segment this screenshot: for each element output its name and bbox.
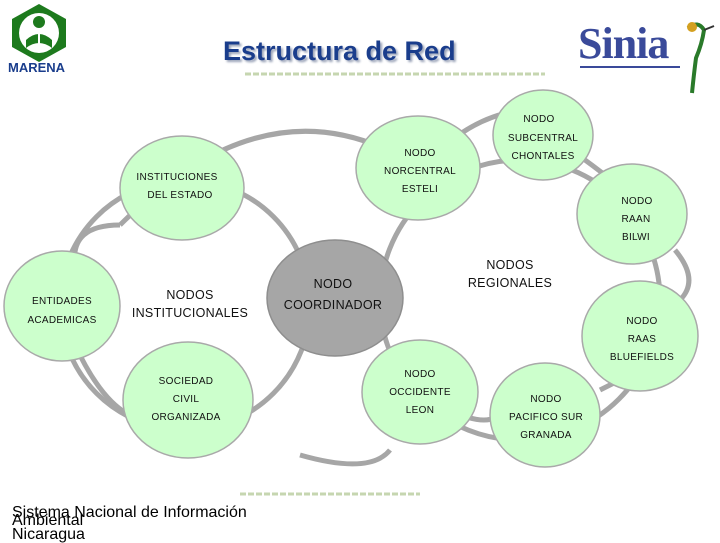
marena-logo xyxy=(8,2,70,64)
sinia-underline xyxy=(580,66,680,68)
node-occidente-circle xyxy=(361,339,479,445)
node-subcentral-circle xyxy=(492,89,594,181)
node-sociedad-line1: SOCIEDAD xyxy=(158,376,214,387)
node-academicas-line2: ACADEMICAS xyxy=(27,315,97,326)
node-sociedad-line3: ORGANIZADA xyxy=(151,412,221,423)
node-occidente-line2: OCCIDENTE xyxy=(389,387,451,398)
node-raan-line3: BILWI xyxy=(622,232,650,243)
node-raas-line3: BLUEFIELDS xyxy=(609,352,675,363)
node-estado-line1: INSTITUCIONES xyxy=(136,172,218,183)
marena-logo-text: MARENA xyxy=(8,60,66,75)
node-norcentral-line3: ESTELI xyxy=(401,184,439,195)
node-norcentral-circle xyxy=(355,115,481,221)
node-pacifico-line3: GRANADA xyxy=(520,430,572,441)
node-raas-circle xyxy=(581,280,699,392)
node-raas-line2: RAAS xyxy=(627,334,657,345)
node-sociedad-line2: CIVIL xyxy=(172,394,200,405)
node-subcentral-line3: CHONTALES xyxy=(511,151,575,162)
sinia-logo-text: Sinia xyxy=(578,19,669,68)
nodos-regionales-line2: REGIONALES xyxy=(467,276,553,290)
footer-line2: Ambiental xyxy=(12,512,84,529)
node-raan-circle xyxy=(576,163,688,265)
node-sociedad-circle xyxy=(122,341,254,459)
node-coordinador-line2: COORDINADOR xyxy=(283,298,383,312)
node-estado-line2: DEL ESTADO xyxy=(147,190,213,201)
nodos-institucionales-line2: INSTITUCIONALES xyxy=(131,306,249,320)
nodos-regionales-line1: NODOS xyxy=(486,258,534,272)
node-raan-line1: NODO xyxy=(621,196,653,207)
page-title: Estructura de Red xyxy=(223,36,456,66)
node-norcentral-line1: NODO xyxy=(404,148,436,159)
node-academicas-line1: ENTIDADES xyxy=(32,296,92,307)
node-estado-circle xyxy=(119,135,245,241)
footer-line1: Sistema Nacional de Información xyxy=(12,504,247,521)
nodos-institucionales-line1: NODOS xyxy=(166,288,214,302)
node-norcentral-line2: NORCENTRAL xyxy=(384,166,456,177)
node-subcentral-line1: NODO xyxy=(523,114,555,125)
footer-line3: Nicaragua xyxy=(12,526,85,543)
node-occidente-line1: NODO xyxy=(404,369,436,380)
hummingbird-icon xyxy=(686,22,715,94)
node-pacifico-circle xyxy=(489,362,601,468)
arc-raan-raas xyxy=(673,248,692,302)
arc-sociedad-occidente xyxy=(299,448,392,467)
node-pacifico-line2: PACIFICO SUR xyxy=(509,412,583,423)
node-academicas-circle xyxy=(3,250,121,362)
sinia-logo: Sinia xyxy=(578,18,718,98)
node-occidente-line3: LEON xyxy=(405,405,435,416)
node-subcentral-line2: SUBCENTRAL xyxy=(507,133,579,144)
node-raas-line1: NODO xyxy=(626,316,658,327)
node-pacifico-line1: NODO xyxy=(530,394,562,405)
marena-emblem-icon xyxy=(12,4,66,62)
node-raan-line2: RAAN xyxy=(621,214,651,225)
node-coordinador-circle xyxy=(266,239,404,357)
node-coordinador-line1: NODO xyxy=(313,277,353,291)
